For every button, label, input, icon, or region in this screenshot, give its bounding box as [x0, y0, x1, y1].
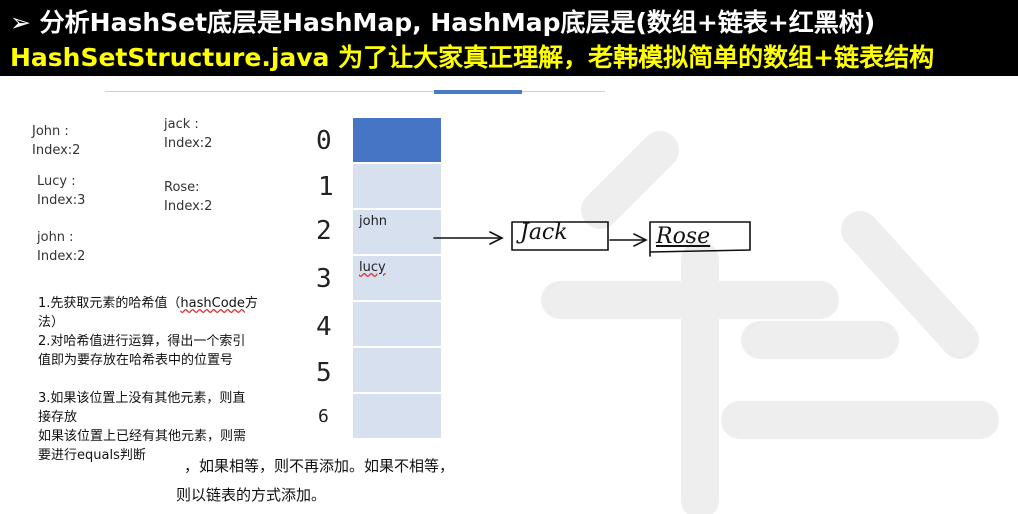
table-slot-2: john [353, 210, 441, 256]
table-slot-0 [353, 118, 441, 164]
note-jack: jack :Index:2 [164, 117, 213, 151]
table-slot-4 [353, 302, 441, 348]
banner-subtitle: HashSetStructure.java 为了让大家真正理解，老韩模拟简单的数… [10, 43, 935, 72]
chain-node-jack: Jack [520, 220, 568, 245]
index-4: 4 [316, 312, 332, 342]
chain-node-rose: Rose [656, 224, 711, 249]
note-rose: Rose:Index:2 [164, 180, 213, 214]
divider [105, 91, 605, 92]
table-slot-5 [353, 348, 441, 394]
note-lucy: Lucy :Index:3 [37, 174, 86, 208]
index-1: 1 [318, 172, 334, 202]
note-john-lower: john :Index:2 [37, 230, 86, 264]
bottom-text-line1: ，如果相等，则不再添加。如果不相等， [184, 457, 455, 475]
index-2: 2 [316, 216, 332, 246]
table-slot-6 [353, 394, 441, 440]
index-5: 5 [316, 358, 332, 388]
steps-text: 1.先获取元素的哈希值（hashCode方 法） 2.对哈希值进行运算，得出一个… [38, 296, 258, 463]
bottom-text-line2: 则以链表的方式添加。 [176, 486, 327, 504]
table-slot-1 [353, 164, 441, 210]
banner-title: ➢ 分析HashSet底层是HashMap, HashMap底层是(数组+链表+… [10, 8, 876, 37]
slot-label-john: john [359, 214, 388, 229]
header-banner: ➢ 分析HashSet底层是HashMap, HashMap底层是(数组+链表+… [0, 0, 1018, 76]
note-john: John :Index:2 [32, 124, 81, 158]
slot-label-lucy: lucy [359, 260, 386, 275]
index-6: 6 [318, 406, 329, 427]
divider-accent [434, 90, 522, 94]
index-0: 0 [316, 126, 332, 156]
table-slot-3: lucy [353, 256, 441, 302]
index-3: 3 [316, 264, 332, 294]
